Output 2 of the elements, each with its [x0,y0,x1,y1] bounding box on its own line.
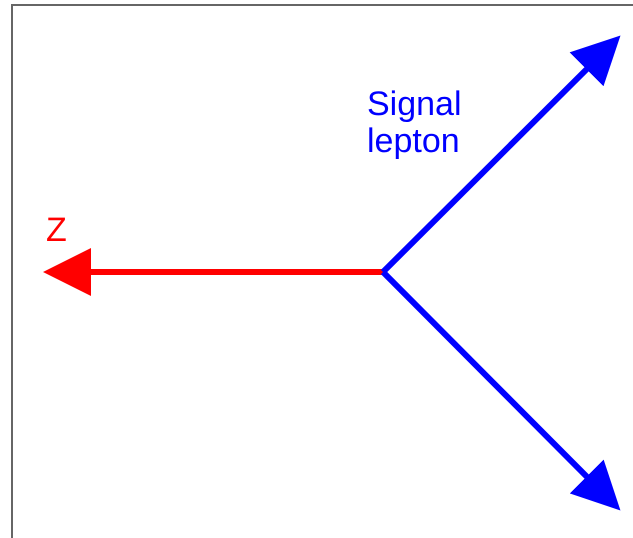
vector-label: Signal lepton [367,86,463,160]
vector-label: Z [46,212,67,249]
